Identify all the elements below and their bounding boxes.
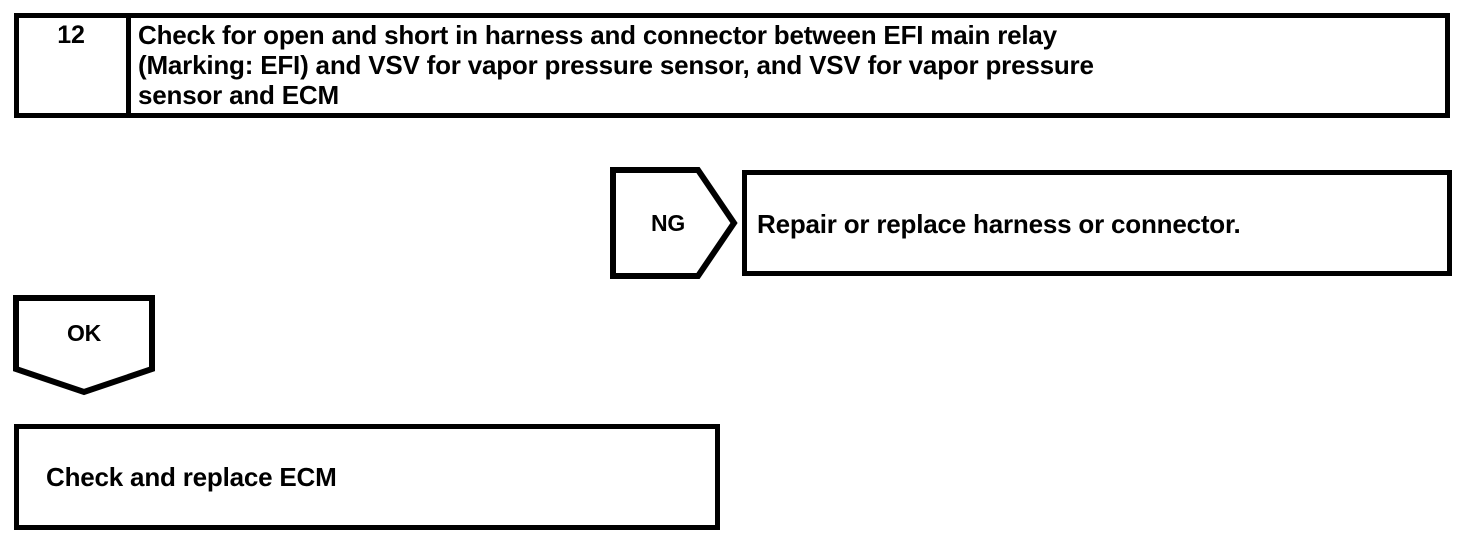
branch-arrow-ok [13, 295, 155, 396]
branch-arrow-ng [610, 167, 738, 279]
step-cell-divider [126, 18, 131, 113]
branch-label-ok: OK [66, 320, 102, 346]
branch-label-ng: NG [650, 210, 686, 236]
step-box [14, 13, 1450, 118]
ok-result-text: Check and replace ECM [46, 462, 337, 492]
step-instruction: Check for open and short in harness and … [138, 20, 1094, 110]
ng-result-box [742, 170, 1452, 276]
step-number: 12 [57, 21, 85, 49]
ok-result-box [14, 424, 720, 530]
ng-result-text: Repair or replace harness or connector. [757, 209, 1241, 239]
